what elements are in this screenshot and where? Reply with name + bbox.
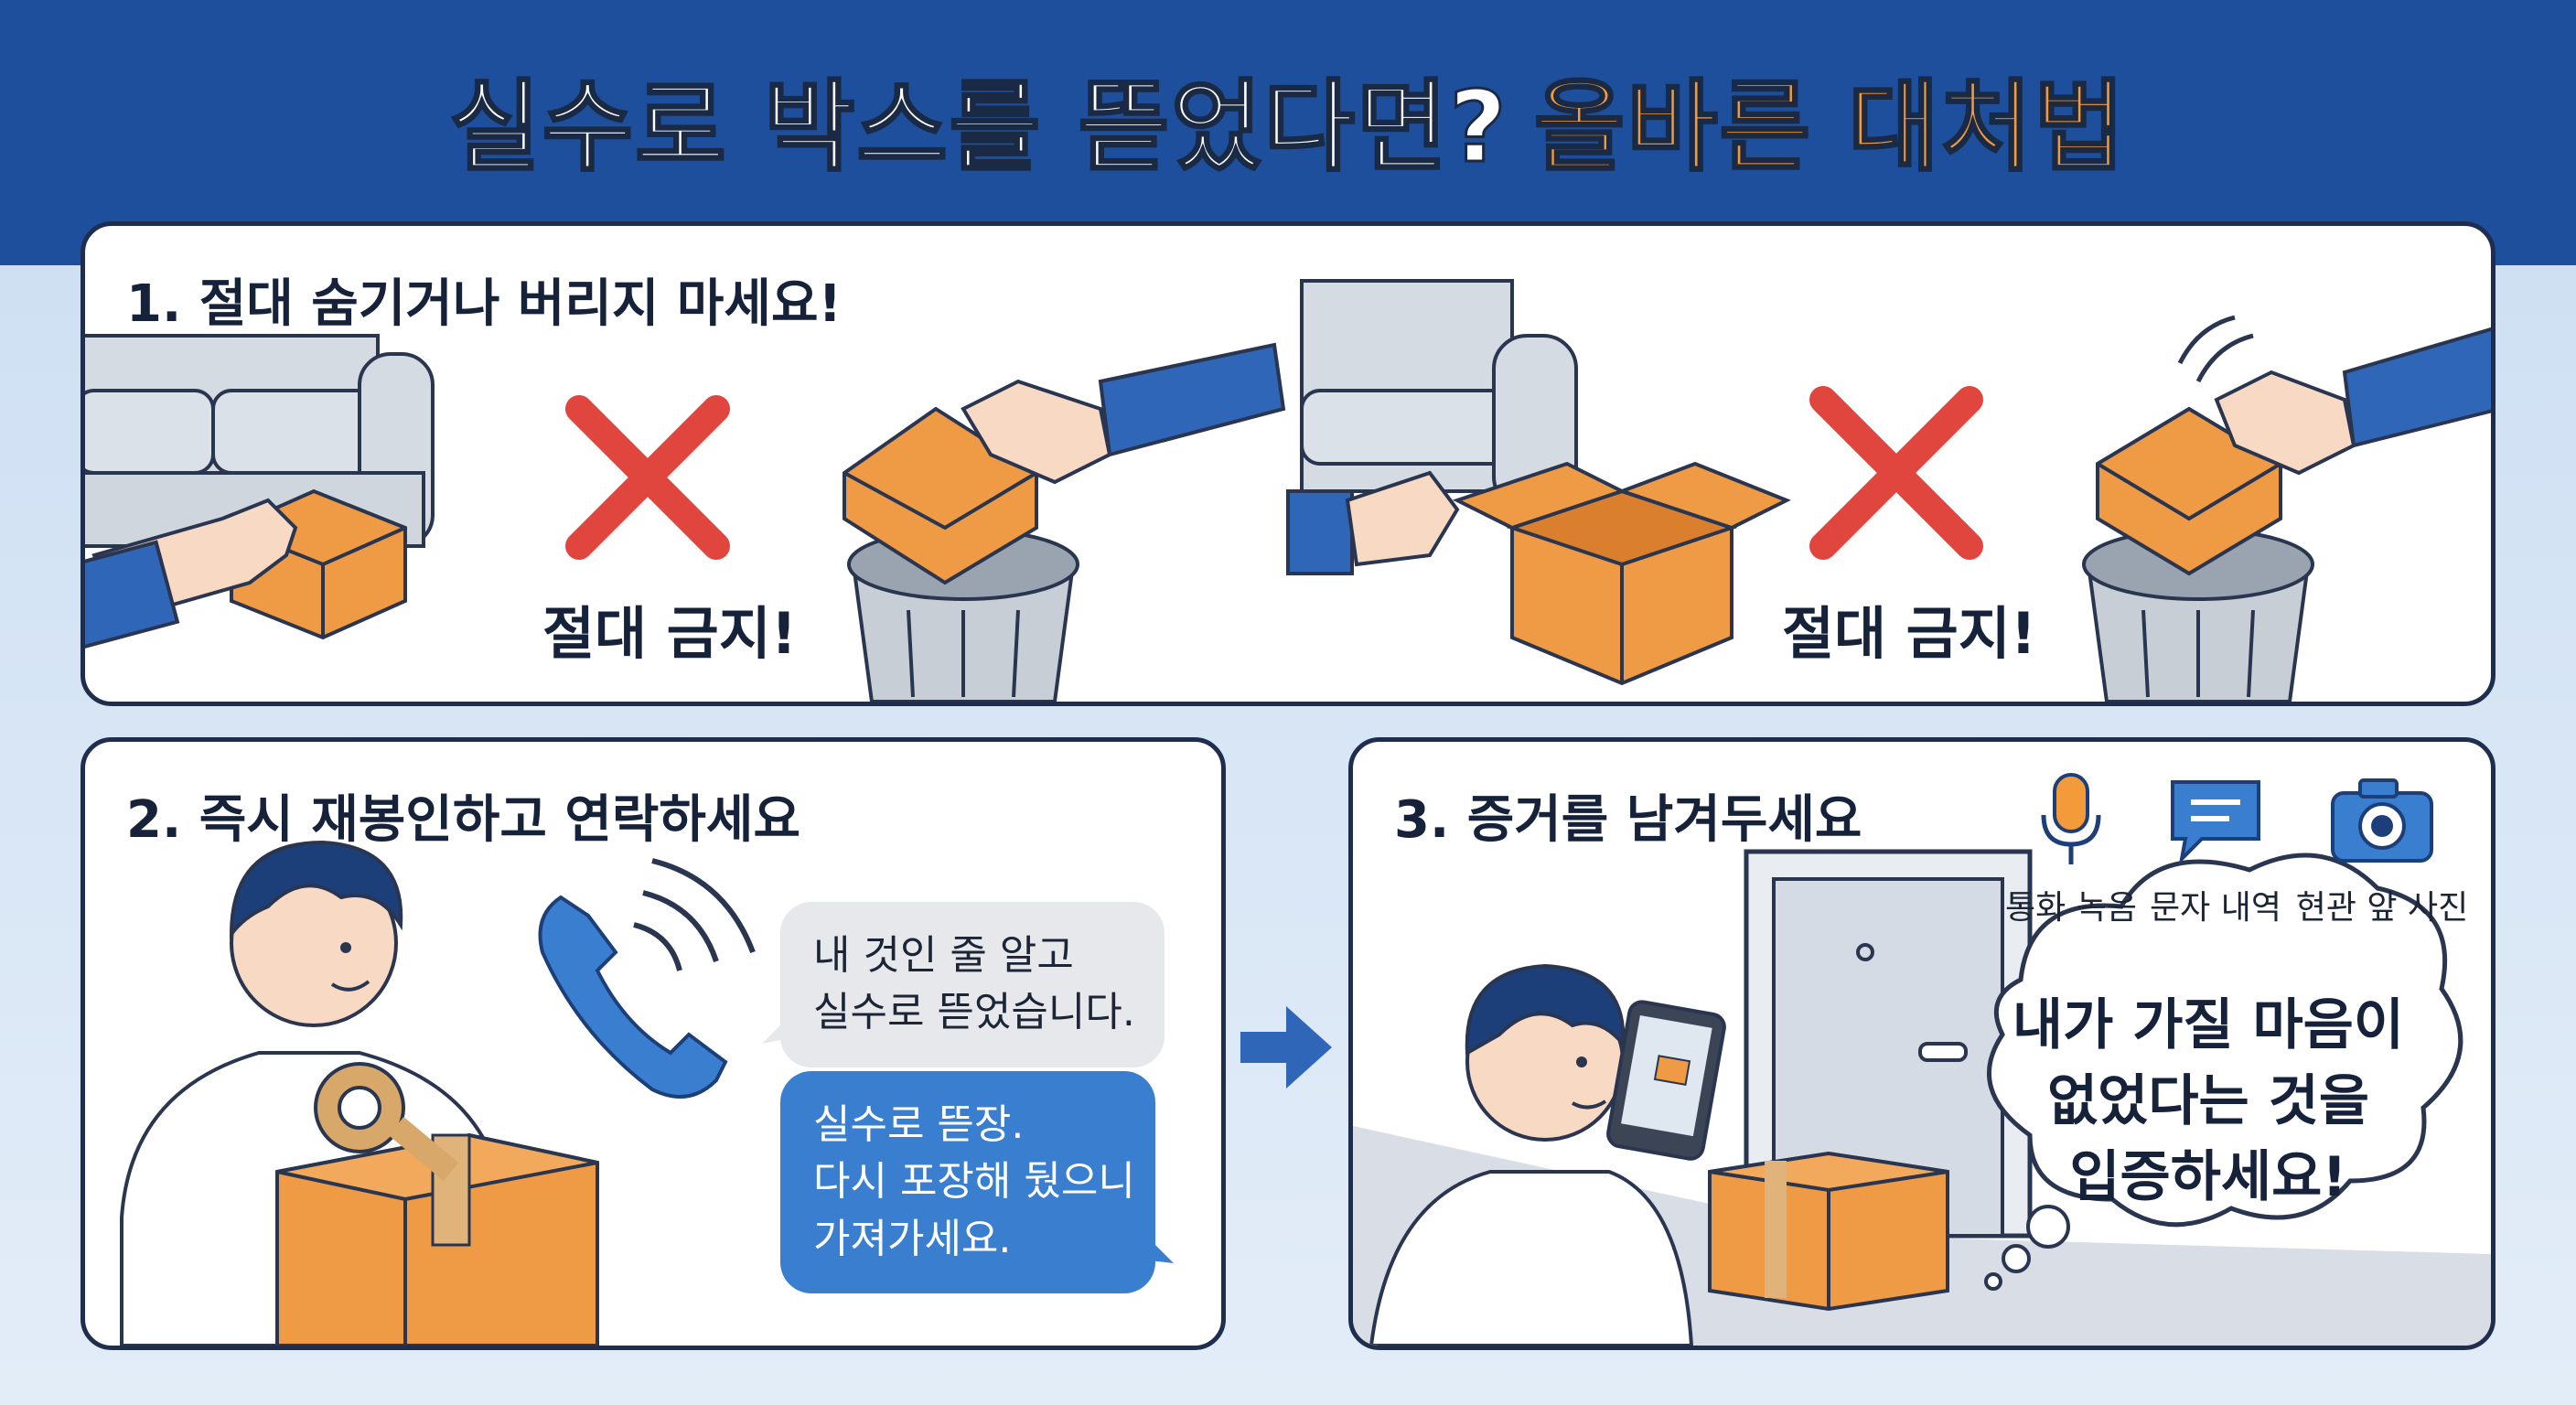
proof-item-call-recording: 통화 녹음 <box>1984 769 2158 928</box>
title-part2: 올바른 대처법 <box>1532 70 2127 187</box>
thought-line: 입증하세요! <box>2069 1144 2347 1209</box>
section2-heading: 2. 즉시 재봉인하고 연락하세요 <box>126 790 800 850</box>
proof-label: 통화 녹음 <box>2005 889 2137 927</box>
proof-label: 문자 내역 <box>2150 889 2281 927</box>
thought-line: 없었다는 것을 <box>2046 1068 2370 1133</box>
sent-message-bubble: 실수로 뜯장. 다시 포장해 뒀으니 가져가세요. <box>780 1071 1155 1294</box>
proof-label: 현관 앞 사진 <box>2295 889 2469 927</box>
hand-dropping-box-2 <box>2177 315 2491 476</box>
arrow-right-icon <box>1240 1006 1332 1089</box>
box-into-trash-2 <box>2096 406 2282 576</box>
thought-cloud-text: 내가 가질 마음이 없었다는 것을 입증하세요! <box>1989 988 2428 1215</box>
proof-item-door-photo: 현관 앞 사진 <box>2295 769 2469 928</box>
sent-message-line: 실수로 뜯장. <box>813 1101 1025 1148</box>
microphone-icon <box>2041 773 2101 864</box>
tape-roll <box>314 1062 459 1181</box>
sent-message-line: 가져가세요. <box>813 1215 1012 1262</box>
section1-heading: 1. 절대 숨기거나 버리지 마세요! <box>126 274 843 334</box>
page-title: 실수로 박스를 뜯었다면?올바른 대처법 <box>0 48 2576 190</box>
open-box <box>1452 461 1791 686</box>
panel-do-not-hide: 1. 절대 숨기거나 버리지 마세요! 절대 금지! 절대 금지! <box>80 221 2496 706</box>
panel-keep-evidence: 3. 증거를 남겨두세요 통화 녹음 문자 내역 현관 앞 사진 <box>1348 737 2496 1350</box>
hand-reaching-right <box>1286 470 1460 575</box>
received-message-line: 실수로 뜯었습니다. <box>813 989 1135 1036</box>
title-part1: 실수로 박스를 뜯었다면? <box>448 70 1508 187</box>
thought-cloud <box>1984 853 2463 1291</box>
panel1-illustrations <box>85 279 2491 702</box>
hand-dropping-box-1 <box>961 342 1286 485</box>
person-taking-photo <box>1368 963 1694 1346</box>
panel-reseal-and-contact: 2. 즉시 재봉인하고 연락하세요 내 것인 줄 알고 실수로 뜯었습니다. 실… <box>80 737 1226 1350</box>
proof-item-text-history: 문자 내역 <box>2129 769 2302 928</box>
sofa-illustration-right <box>1300 279 1578 511</box>
chat-icon <box>2171 780 2260 864</box>
warning-right: 절대 금지! <box>1782 600 2037 667</box>
warning-left: 절대 금지! <box>542 600 798 667</box>
header-banner <box>0 0 2576 265</box>
received-message-line: 내 것인 줄 알고 <box>813 932 1074 979</box>
phone-handset-icon <box>538 858 756 1099</box>
forbidden-x-right <box>1809 386 1983 560</box>
thought-line: 내가 가질 마음이 <box>2012 993 2405 1057</box>
received-message-bubble: 내 것인 줄 알고 실수로 뜯었습니다. <box>780 902 1165 1067</box>
hand-pushing-box <box>85 498 298 650</box>
smartphone <box>1606 1000 1726 1161</box>
sent-message-line: 다시 포장해 뒀으니 <box>813 1158 1135 1206</box>
section3-heading: 3. 증거를 남겨두세요 <box>1394 790 1862 850</box>
delivered-box <box>1708 1151 1949 1312</box>
forbidden-x-left <box>565 395 730 560</box>
panel2-illustrations <box>120 840 1174 1346</box>
panel3-illustrations <box>1353 849 2491 1346</box>
camera-icon <box>2331 778 2433 863</box>
